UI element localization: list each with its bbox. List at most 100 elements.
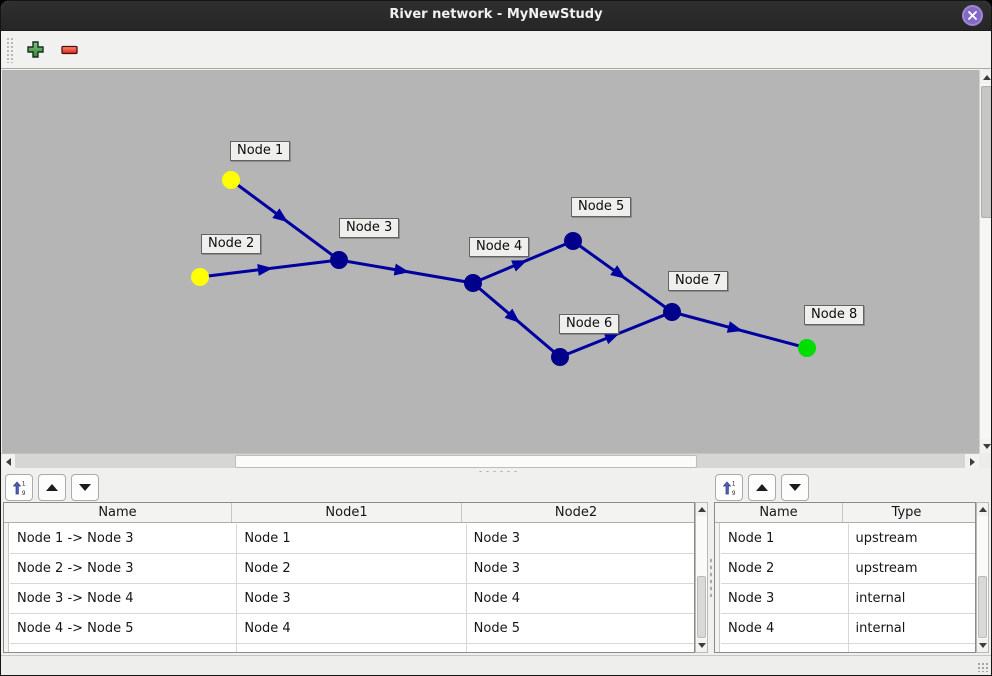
titlebar[interactable]: River network - MyNewStudy [1,1,991,31]
network-canvas[interactable]: Node 1 Node 2 Node 3 Node 4 Node 5 Node 6 Node… [2,70,979,453]
node-label[interactable]: Node 8 [804,305,865,325]
edge-arrow-icon [726,321,743,333]
network-node[interactable] [330,251,348,269]
canvas-hscrollbar[interactable] [1,453,979,469]
table-cell[interactable]: upstream [855,531,918,546]
node-label[interactable]: Node 4 [469,237,530,257]
column-header[interactable]: Type [891,505,922,520]
network-diagram [191,171,816,366]
table-row[interactable]: Node 1 upstream [721,524,975,554]
table-cell[interactable]: Node 5 [473,621,521,636]
horizontal-splitter[interactable] [1,468,991,474]
scroll-left-button[interactable] [1,454,15,469]
network-node[interactable] [798,339,816,357]
table-cell[interactable]: Node 2 -> Node 3 [10,554,238,583]
remove-icon [60,45,78,54]
nodes-move-up-button[interactable] [748,474,776,501]
table-cell[interactable]: Node 3 [721,584,849,613]
add-icon [26,41,44,58]
remove-node-button[interactable] [56,37,82,63]
table-cell[interactable]: Node 1 -> Node 3 [10,524,238,553]
toolbar-drag-handle[interactable] [6,36,15,63]
network-node[interactable] [191,268,209,286]
table-cell[interactable]: Node 2 [721,554,849,583]
network-node[interactable] [564,232,582,250]
node-label[interactable]: Node 5 [571,197,632,217]
table-cell[interactable]: Node 3 [473,561,521,576]
branches-sort-button[interactable]: 1 9 [5,474,33,501]
table-row[interactable]: Node 3 internal [721,584,975,614]
column-header[interactable]: Node1 [232,503,462,522]
table-cell[interactable]: Node 4 [473,591,521,606]
vscroll-thumb[interactable] [697,576,706,638]
vertical-splitter[interactable] [707,502,714,653]
table-row-partial [721,644,975,652]
node-label[interactable]: Node 7 [668,271,729,291]
scrollbar-corner [979,453,991,468]
edge-arrow-icon [272,208,288,223]
table-cell[interactable]: Node 2 [237,554,467,583]
table-cell[interactable]: Node 4 -> Node 5 [10,614,238,643]
edge-arrow-icon [504,308,520,323]
edge-arrow-icon [603,332,620,345]
table-cell[interactable]: internal [855,621,906,636]
table-cell[interactable]: Node 1 [237,524,467,553]
scroll-up-button[interactable] [696,503,707,516]
nodes-move-down-button[interactable] [781,474,809,501]
network-node[interactable] [464,274,482,292]
table-row[interactable]: Node 2 upstream [721,554,975,584]
node-label[interactable]: Node 1 [230,141,291,161]
vscroll-thumb[interactable] [978,576,987,638]
node-label[interactable]: Node 6 [559,314,620,334]
scroll-down-button[interactable] [696,639,707,652]
table-cell[interactable]: Node 4 [721,614,849,643]
nodes-table-vscrollbar[interactable] [976,502,989,653]
scroll-up-button[interactable] [980,70,991,84]
edge-arrow-icon [257,263,273,276]
edge-arrow-icon [393,263,410,276]
table-cell[interactable]: internal [855,591,906,606]
close-icon [968,11,977,20]
nodes-sort-button[interactable]: 1 9 [715,474,743,501]
scroll-up-button[interactable] [977,503,988,516]
resize-grip-icon[interactable] [977,662,988,672]
column-header[interactable]: Name [715,503,843,522]
column-header[interactable]: Name [4,503,232,522]
splitter-handle-icon [709,557,713,597]
add-node-button[interactable] [22,37,48,63]
hscroll-thumb[interactable] [235,455,697,468]
vscroll-thumb[interactable] [981,86,991,218]
network-node[interactable] [551,348,569,366]
edge-arrow-icon [511,260,528,272]
scroll-down-button[interactable] [980,439,991,453]
table-row[interactable]: Node 4 internal [721,614,975,644]
branches-move-up-button[interactable] [38,474,66,501]
table-cell[interactable]: Node 1 [721,524,849,553]
close-button[interactable] [962,5,983,26]
network-node[interactable] [222,171,240,189]
scroll-down-button[interactable] [977,639,988,652]
scroll-right-button[interactable] [965,454,979,469]
node-label[interactable]: Node 2 [201,234,262,254]
branches-table-vscrollbar[interactable] [695,502,708,653]
table-cell[interactable]: Node 3 [237,584,467,613]
table-cell[interactable]: upstream [855,561,918,576]
canvas-vscrollbar[interactable] [979,70,991,453]
node-label[interactable]: Node 3 [339,218,400,238]
column-header[interactable]: Node2 [554,505,598,520]
table-cell[interactable]: Node 3 -> Node 4 [10,584,238,613]
branches-move-down-button[interactable] [71,474,99,501]
table-cell[interactable]: Node 4 [237,614,467,643]
network-node[interactable] [663,303,681,321]
move-down-icon [789,484,801,491]
sort-ascending-icon: 1 9 [722,480,736,496]
table-cell[interactable]: Node 3 [473,531,521,546]
svg-text:1: 1 [732,481,736,487]
